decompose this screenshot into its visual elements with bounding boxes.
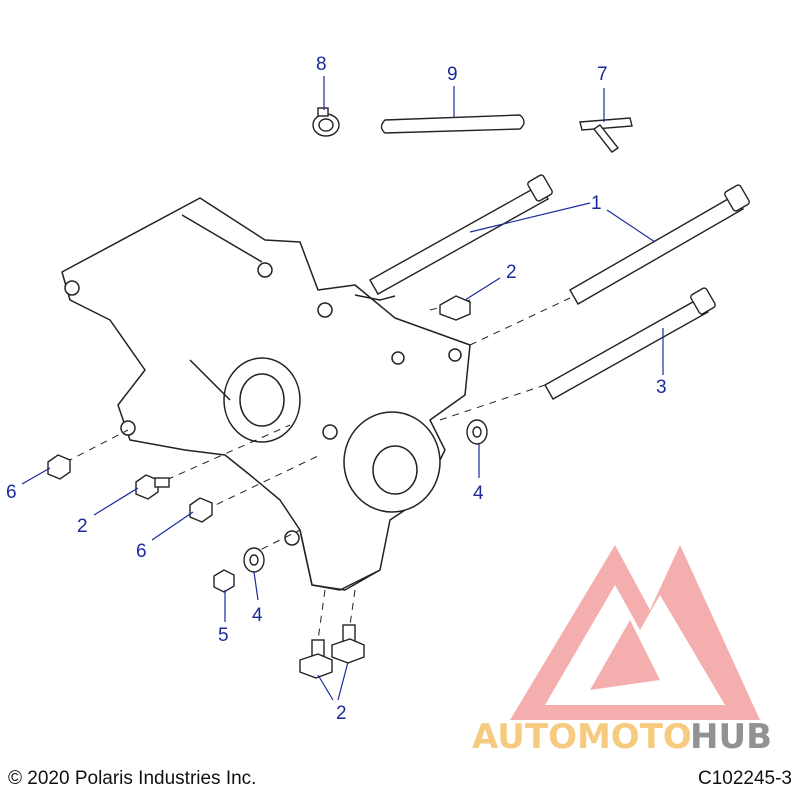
watermark-text-automoto: AUTOMOTO <box>472 717 692 757</box>
callout-2-bottom: 2 <box>336 703 347 724</box>
bolt-short-left <box>135 474 170 500</box>
figure-code: C102245-3 <box>697 768 792 789</box>
callout-4-right: 4 <box>473 483 484 504</box>
callout-6-middle: 6 <box>136 541 147 562</box>
leader-lines <box>21 76 664 701</box>
watermark-logo: AUTOMOTO HUB <box>472 545 772 757</box>
callout-2-upper: 2 <box>506 262 517 283</box>
long-bolt-middle <box>569 184 750 305</box>
alignment-lines <box>65 297 571 641</box>
callout-1: 1 <box>591 193 602 214</box>
callout-7: 7 <box>597 64 608 85</box>
callout-6-left: 6 <box>6 482 17 503</box>
watermark-text-hub: HUB <box>690 717 772 757</box>
flange-nut-middle <box>189 497 213 523</box>
gearcase-housing <box>61 197 471 591</box>
long-bolt-upper <box>369 174 553 295</box>
copyright-notice: © 2020 Polaris Industries Inc. <box>8 768 257 789</box>
bolt-vertical-right <box>331 624 365 664</box>
nut-lower <box>213 569 235 593</box>
callout-4-lower: 4 <box>252 605 263 626</box>
callout-2-left: 2 <box>77 516 88 537</box>
hose-clamp <box>312 107 340 137</box>
callout-8: 8 <box>316 54 327 75</box>
washer-right <box>466 419 488 445</box>
tee-fitting <box>579 117 633 153</box>
long-bolt-lower <box>544 287 716 400</box>
washer-lower <box>243 547 265 573</box>
callout-5: 5 <box>218 625 229 646</box>
vent-hose <box>380 114 525 134</box>
flange-nut-left <box>47 454 71 480</box>
callout-3: 3 <box>656 377 667 398</box>
bolt-short-right <box>439 295 471 321</box>
bolt-vertical-left <box>299 639 333 679</box>
callout-9: 9 <box>447 64 458 85</box>
